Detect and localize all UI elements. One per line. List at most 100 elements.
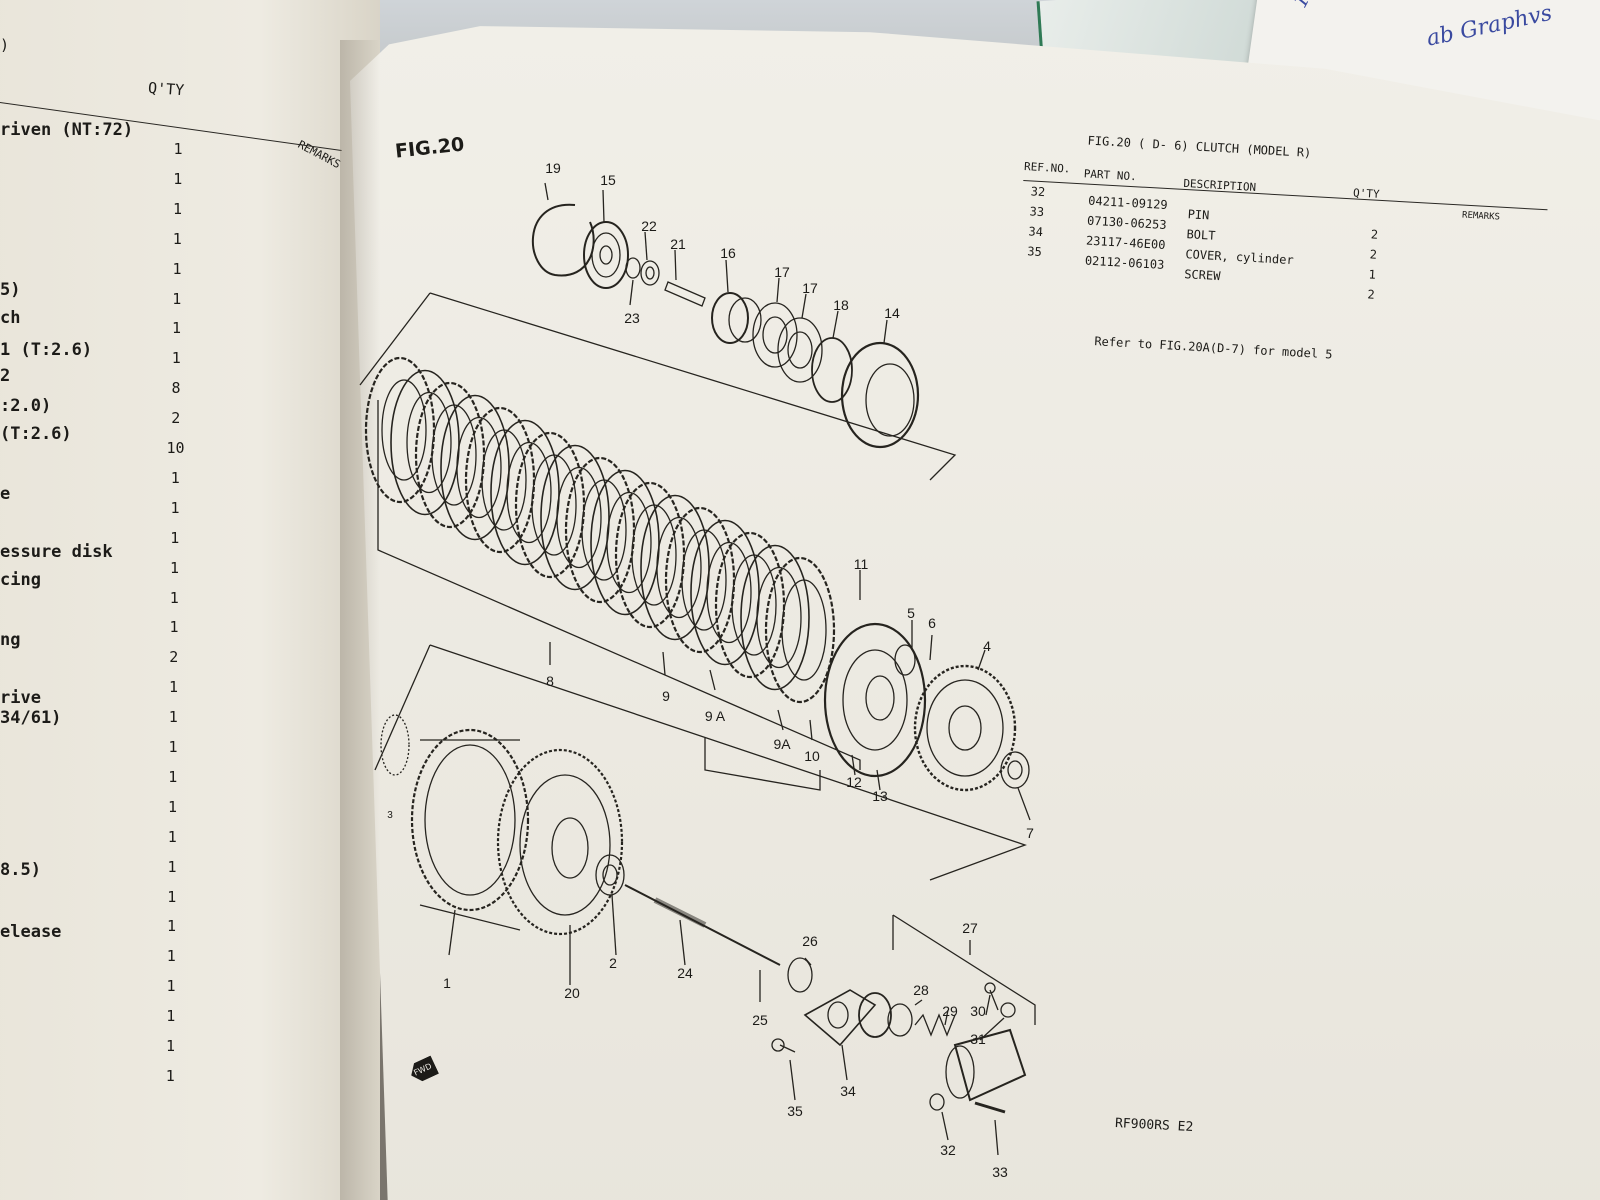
callout-28: 28 xyxy=(913,982,929,998)
clutch-plate xyxy=(640,494,710,641)
callout-15: 15 xyxy=(600,172,616,188)
left-desc-5: :2.0) xyxy=(0,396,52,416)
row-qty: 2 xyxy=(1367,287,1376,302)
left-qty-value: 1 xyxy=(166,1007,176,1026)
clutch-plate xyxy=(464,406,536,554)
callout-3: 3 xyxy=(387,810,393,821)
left-qty-value: 1 xyxy=(171,349,181,368)
clutch-plate xyxy=(690,519,760,666)
left-desc-0: riven (NT:72) xyxy=(0,120,134,140)
callout-19: 19 xyxy=(545,160,561,176)
callout-18: 18 xyxy=(833,297,849,313)
parts-table: FIG.20 ( D- 6) CLUTCH (MODEL R) REF.NO. … xyxy=(1010,133,1564,440)
left-qty-value: 1 xyxy=(167,887,177,906)
callout-9a-lower: 9A xyxy=(773,736,791,752)
row-ref: 33 xyxy=(1029,204,1045,220)
row-part-no: 04211-09129 xyxy=(1087,193,1169,213)
row-ref: 34 xyxy=(1028,224,1044,240)
clutch-plate-inner xyxy=(406,391,452,494)
left-desc-4: 2 xyxy=(0,366,11,386)
clutch-plate-inner xyxy=(706,541,752,644)
clutch-plate xyxy=(764,556,836,704)
left-qty-value: 1 xyxy=(168,767,178,786)
left-desc-12: 34/61) xyxy=(0,708,62,728)
callout-9a-upper: 9 A xyxy=(704,708,726,724)
left-qty-value: 1 xyxy=(172,229,182,248)
row-qty: 1 xyxy=(1368,267,1377,282)
left-qty-value: 1 xyxy=(165,1037,176,1055)
clutch-plate xyxy=(440,394,510,541)
row-description: COVER, cylinder xyxy=(1185,247,1295,268)
callout-9: 9 xyxy=(662,688,670,704)
clutch-plate xyxy=(390,369,460,516)
left-qty-value: 1 xyxy=(173,140,183,158)
callout-7: 7 xyxy=(1026,825,1034,841)
callout-26: 26 xyxy=(802,933,818,949)
callout-27: 27 xyxy=(962,920,978,936)
table-note: Refer to FIG.20A(D-7) for model 5 xyxy=(1094,334,1333,362)
clutch-plate-inner xyxy=(756,566,802,669)
clutch-plate-inner xyxy=(531,454,577,556)
left-qty-value: 1 xyxy=(170,498,180,517)
callout-33: 33 xyxy=(992,1164,1008,1180)
callout-16: 16 xyxy=(720,245,736,261)
callout-1: 1 xyxy=(443,975,451,991)
left-qty-value: 2 xyxy=(169,648,179,667)
left-desc-8: essure disk xyxy=(0,542,113,562)
left-qty-value: 10 xyxy=(166,439,185,457)
callout-2: 2 xyxy=(609,955,617,971)
left-desc-10: ng xyxy=(0,630,21,650)
left-desc-11: rive xyxy=(0,688,41,708)
left-qty-value: 1 xyxy=(168,708,178,727)
row-ref: 35 xyxy=(1026,244,1043,260)
callout-20: 20 xyxy=(564,985,580,1001)
callout-14: 14 xyxy=(884,305,900,321)
clutch-plate xyxy=(590,469,660,616)
left-qty-value: 1 xyxy=(166,947,176,966)
row-qty: 2 xyxy=(1369,247,1378,262)
left-desc-6: (T:2.6) xyxy=(0,424,72,444)
clutch-plate xyxy=(514,431,586,579)
callout-23: 23 xyxy=(624,310,640,326)
left-qty-value: 1 xyxy=(167,797,178,816)
left-qty-value: 1 xyxy=(169,558,180,577)
clutch-plate-inner xyxy=(381,379,427,481)
left-qty-value: 1 xyxy=(172,259,182,278)
callout-17a: 17 xyxy=(774,264,790,280)
header-part-no: PART NO. xyxy=(1083,167,1138,184)
callout-30: 30 xyxy=(970,1003,986,1019)
callout-8: 8 xyxy=(546,673,554,689)
right-page xyxy=(350,26,1600,1200)
clutch-plate-inner xyxy=(556,466,602,569)
header-remarks: REMARKS xyxy=(1461,210,1501,223)
clutch-plate-inner xyxy=(631,504,677,606)
callout-25: 25 xyxy=(752,1012,768,1028)
left-qty-value: 1 xyxy=(166,917,177,936)
callout-22: 22 xyxy=(641,218,657,234)
left-paren: ) xyxy=(0,36,10,54)
left-desc-3: 1 (T:2.6) xyxy=(0,340,93,360)
callout-17b: 17 xyxy=(802,280,818,296)
row-description: BOLT xyxy=(1186,227,1216,243)
left-desc-1: 5) xyxy=(0,280,21,300)
callout-35: 35 xyxy=(787,1103,803,1119)
left-desc-13: 8.5) xyxy=(0,860,41,880)
clutch-plate-inner xyxy=(731,554,777,656)
left-qty-value: 1 xyxy=(172,199,183,218)
clutch-plate xyxy=(664,506,736,654)
left-qty-value: 2 xyxy=(171,409,181,428)
clutch-plate xyxy=(540,444,610,591)
left-page xyxy=(0,0,380,1200)
left-qty-value: 8 xyxy=(171,379,181,398)
left-qty-value: 1 xyxy=(170,528,180,547)
left-qty-value: 1 xyxy=(165,1066,175,1085)
callout-24: 24 xyxy=(677,965,693,981)
callout-11: 11 xyxy=(853,556,869,572)
clutch-plate xyxy=(564,456,636,604)
left-qty-value: 1 xyxy=(167,857,177,876)
header-ref-no: REF.NO. xyxy=(1023,159,1071,176)
callout-13: 13 xyxy=(872,788,888,804)
callout-31: 31 xyxy=(970,1031,986,1047)
left-qty-value: 1 xyxy=(171,319,182,338)
